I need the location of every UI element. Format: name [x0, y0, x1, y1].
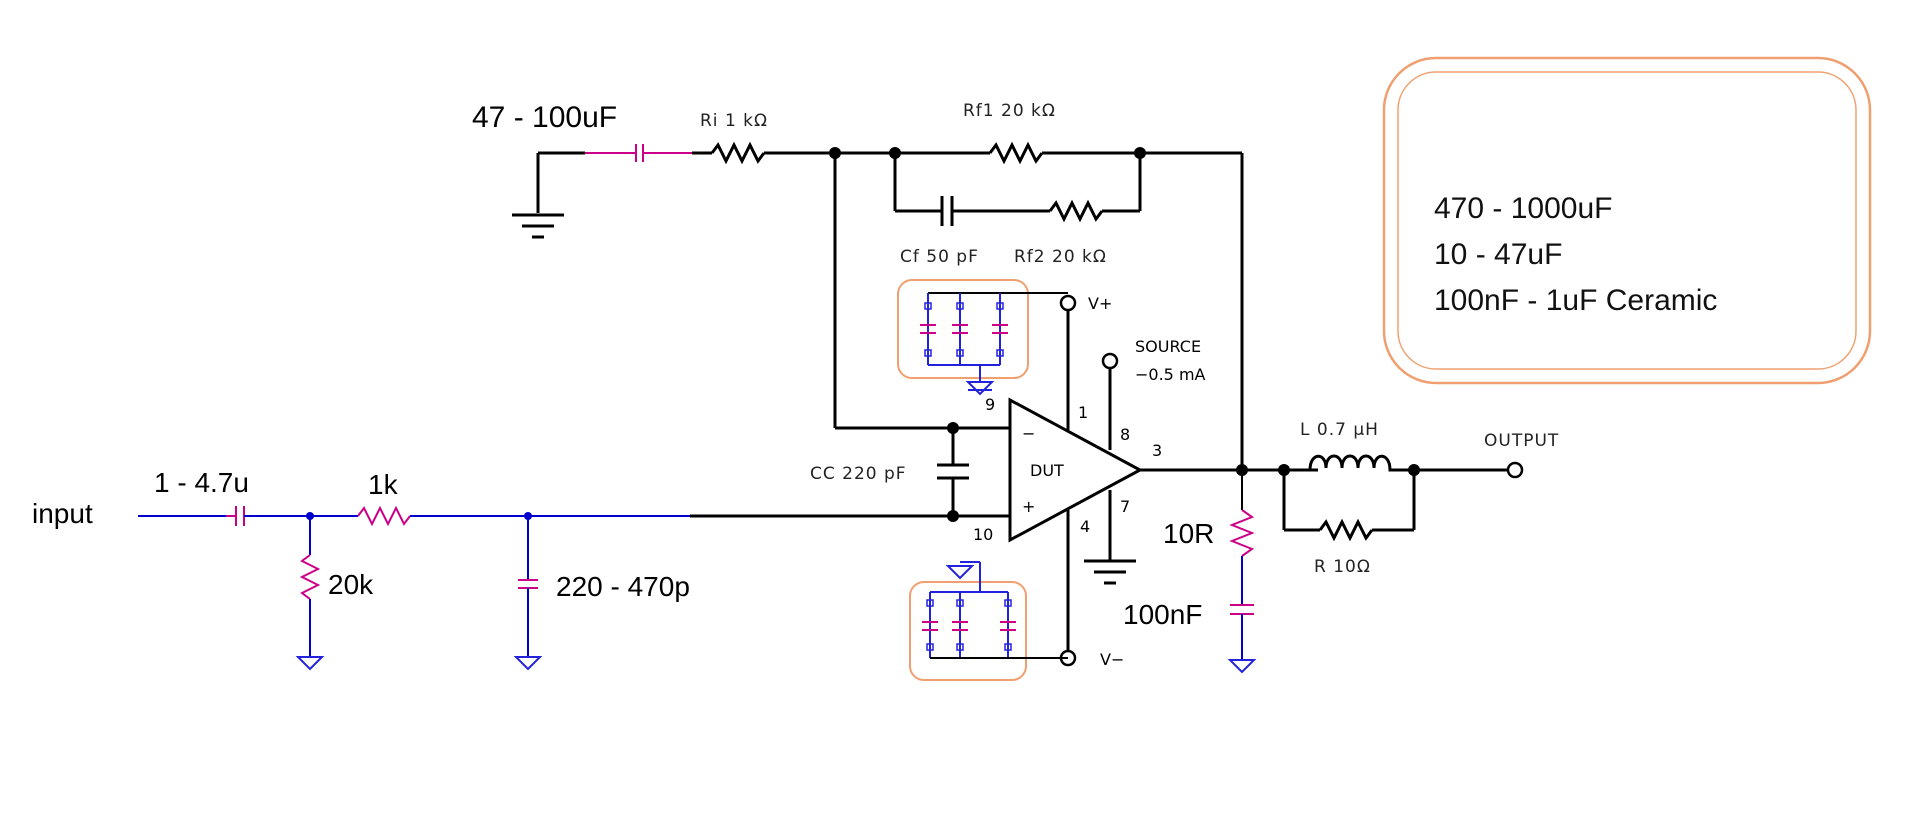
- label-vplus: V+: [1088, 294, 1112, 313]
- capacitor-c-filter: [518, 579, 538, 589]
- input-network: input 1 - 4.7u 1k 20k 220 - 470p: [32, 467, 950, 671]
- label-pin9: 9: [985, 395, 995, 414]
- label-vminus: V−: [1100, 650, 1124, 669]
- label-c-in: 1 - 4.7u: [154, 467, 249, 498]
- resistor-rf2: [1048, 199, 1104, 223]
- label-minus: −: [1022, 424, 1035, 443]
- output-network: L 0.7 μH R 10Ω OUTPUT: [1278, 420, 1559, 577]
- capacitor-cc: [937, 463, 969, 480]
- label-c-ground: 47 - 100uF: [472, 101, 617, 134]
- decoupling-vminus: [909, 561, 1068, 681]
- decoupling-vplus: [897, 279, 1068, 396]
- resistor-zobel: [1229, 509, 1255, 557]
- ground-symbol-zobel: [1227, 659, 1257, 674]
- resistor-rf1: [988, 141, 1044, 165]
- label-r-bias: 20k: [328, 569, 374, 600]
- label-plus: +: [1022, 497, 1035, 516]
- label-c-zobel: 100nF: [1123, 599, 1202, 630]
- label-cf: Cf 50 pF: [900, 247, 979, 267]
- label-ri: Ri 1 kΩ: [700, 111, 768, 131]
- label-r-parallel: R 10Ω: [1314, 557, 1371, 577]
- label-source-2: −0.5 mA: [1135, 365, 1206, 384]
- label-output: OUTPUT: [1484, 431, 1559, 451]
- label-inductor: L 0.7 μH: [1300, 420, 1379, 440]
- resistor-ri: [710, 141, 766, 165]
- label-pin8: 8: [1120, 425, 1130, 444]
- note-line-3: 100nF - 1uF Ceramic: [1434, 284, 1717, 317]
- label-r-zobel: 10R: [1163, 518, 1214, 549]
- resistor-r-parallel: [1318, 518, 1374, 542]
- label-pin1: 1: [1078, 403, 1088, 422]
- capacitor-cf: [940, 196, 954, 226]
- label-pin3: 3: [1152, 441, 1162, 460]
- capacitor-zobel: [1230, 604, 1254, 615]
- label-r-in: 1k: [368, 469, 399, 500]
- label-pin10: 10: [973, 525, 993, 544]
- ground-symbol-filter: [513, 656, 543, 671]
- zobel-network: 10R 100nF: [1123, 470, 1257, 674]
- ground-symbol-feedback: [512, 153, 564, 239]
- label-rf2: Rf2 20 kΩ: [1014, 247, 1107, 267]
- label-rf1: Rf1 20 kΩ: [963, 101, 1056, 121]
- label-pin7: 7: [1120, 497, 1130, 516]
- ground-symbol-bias: [295, 656, 325, 671]
- label-c-filter: 220 - 470p: [556, 571, 690, 602]
- source-terminal: [1101, 352, 1119, 370]
- resistor-r-in: [357, 505, 411, 527]
- output-terminal: [1506, 461, 1524, 479]
- label-input: input: [32, 498, 93, 529]
- capacitor-notes-box: 470 - 1000uF 10 - 47uF 100nF - 1uF Ceram…: [1382, 56, 1872, 385]
- ground-symbol-pin7: [1084, 559, 1136, 585]
- note-line-2: 10 - 47uF: [1434, 238, 1562, 271]
- label-dut: DUT: [1030, 461, 1064, 480]
- label-pin4: 4: [1080, 517, 1090, 536]
- inductor-l: [1308, 454, 1414, 472]
- label-source-1: SOURCE: [1135, 337, 1201, 356]
- vplus-terminal: [1059, 294, 1077, 312]
- note-line-1: 470 - 1000uF: [1434, 192, 1612, 225]
- capacitor-c-ground: [585, 144, 692, 162]
- label-cc: CC 220 pF: [810, 464, 907, 484]
- capacitor-c-in: [226, 506, 245, 526]
- resistor-r-bias: [299, 554, 321, 600]
- op-amp-dut: DUT − + CC 220 pF V+ 1 V− 4 9 10 SOU: [810, 294, 1318, 669]
- feedback-network: 47 - 100uF Ri 1 kΩ Rf1 20 kΩ Cf 50 pF Rf…: [472, 101, 1244, 470]
